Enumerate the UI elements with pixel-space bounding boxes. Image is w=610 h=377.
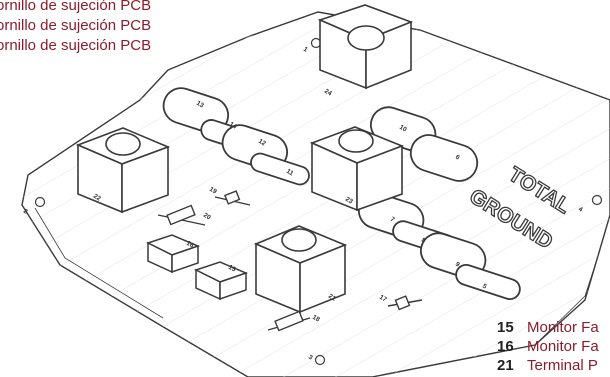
legend-bottom-item: 21 Terminal P [497,356,599,375]
legend-item-number: 15 [497,319,514,336]
part-label-21: 21 [327,293,337,303]
part-label-14: 14 [228,121,238,131]
part-label-18: 18 [311,314,321,324]
terminal-block-center [309,126,405,212]
legend-item-label: Terminal P [527,357,598,374]
legend-item-number: 21 [497,357,514,374]
resistor-18 [267,310,311,332]
part-label-5: 5 [481,283,488,291]
terminal-block-top [317,4,414,90]
legend-item-number: 16 [497,338,514,355]
terminal-block-bottom [253,225,348,314]
part-label-16: 16 [185,240,195,250]
part-label-8: 8 [420,237,427,245]
part-label-10: 10 [398,124,408,134]
diode-19 [214,190,251,206]
part-label-24: 24 [323,88,333,98]
mounting-hole-left [34,196,46,208]
part-label-6: 6 [454,154,461,162]
part-label-23: 23 [344,196,354,206]
mounting-hole-top [310,37,322,49]
part-label-7: 7 [389,216,396,224]
part-label-20: 20 [202,212,212,222]
terminal-block-left [75,127,171,214]
legend-bottom-item: 16 Monitor Fa [497,337,599,356]
legend-top-line-3: ornillo de sujeción PCB [0,37,152,54]
part-label-4: 4 [577,206,584,214]
part-label-22: 22 [92,193,102,203]
part-label-15: 15 [227,264,237,274]
part-label-3: 3 [307,354,314,362]
mounting-hole-right [591,194,603,206]
resistor-20 [157,204,206,226]
pad-5 [455,263,521,301]
relay-right [194,261,249,301]
part-label-13: 13 [195,100,205,110]
diode-17 [387,295,423,311]
part-label-2: 2 [22,208,29,216]
legend-top: ornillo de sujeción PCB ornillo de sujec… [0,0,151,56]
part-label-9: 9 [454,261,461,269]
legend-item-label: Monitor Fa [527,319,599,336]
legend-item-label: Monitor Fa [527,338,599,355]
part-label-19: 19 [208,186,218,196]
pad-11 [250,152,310,186]
relay-left [146,234,201,274]
part-label-1: 1 [302,46,309,54]
legend-top-line-1: ornillo de sujeción PCB [0,0,152,14]
legend-bottom-item: 15 Monitor Fa [497,318,599,337]
mounting-hole-bottom [314,354,326,366]
pad-6 [409,134,479,182]
part-label-12: 12 [257,138,267,148]
legend-top-line-2: ornillo de sujeción PCB [0,17,152,34]
part-label-17: 17 [378,294,388,304]
part-label-11: 11 [285,168,295,178]
